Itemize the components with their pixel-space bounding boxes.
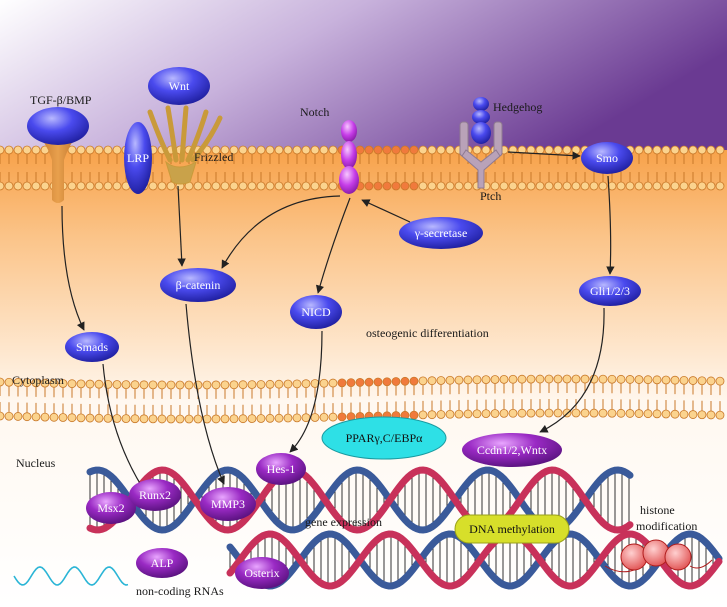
- msx2-label: Msx2: [97, 501, 124, 515]
- frizzled-receptor: [147, 105, 223, 185]
- ptch-receptor: [459, 121, 503, 189]
- ncrna-label: non-coding RNAs: [136, 584, 224, 598]
- runx2-label: Runx2: [139, 488, 171, 502]
- mmp3-label: MMP3: [211, 497, 245, 511]
- gli-node: [579, 276, 641, 306]
- smads-label: Smads: [76, 340, 108, 354]
- arrow-ptch-smo: [507, 151, 581, 160]
- dna-methylation-label: DNA methylation: [469, 522, 555, 536]
- nicd-node: [290, 295, 342, 329]
- osterix-label: Osterix: [244, 566, 279, 580]
- mmp3-node: [200, 487, 256, 521]
- beta-catenin-node: [160, 268, 236, 302]
- notch-receptor: [339, 120, 359, 194]
- hes1-label: Hes-1: [267, 462, 296, 476]
- alp-node: [136, 548, 188, 578]
- arrow-tgf-smads: [61, 205, 85, 331]
- nicd-label: NICD: [301, 305, 331, 319]
- hedgehog-label: Hedgehog: [493, 100, 542, 114]
- dna-methylation-box: [454, 514, 570, 544]
- hes1-node: [256, 453, 306, 485]
- arrow-catenin-mmp3: [185, 303, 225, 485]
- nucleus-label: Nucleus: [16, 456, 56, 470]
- smads-node: [65, 332, 119, 362]
- alp-label: ALP: [151, 556, 174, 570]
- tgf-receptor: [28, 122, 88, 203]
- gene-expression-label: gene expression: [305, 515, 382, 529]
- msx2-node: [86, 492, 136, 524]
- beta-catenin-label: β-catenin: [176, 278, 221, 292]
- frizzled-label: Frizzled: [194, 150, 233, 164]
- runx2-node: [129, 479, 181, 511]
- gli-label: Gli1/2/3: [590, 284, 630, 298]
- wnt-label: Wnt: [169, 79, 190, 93]
- arrow-nicd-hes1: [289, 330, 323, 453]
- pparg-node: [321, 416, 447, 460]
- cytoplasm-label: Cytoplasm: [12, 373, 65, 387]
- modification-label: modification: [636, 519, 697, 533]
- smo-label: Smo: [596, 151, 618, 165]
- pparg-label: PPARγ,C/EBPα: [346, 431, 424, 445]
- ccdn-node: [462, 433, 562, 467]
- histone-label: histone: [640, 503, 675, 517]
- arrow-notch-nicd: [315, 197, 351, 294]
- tgf-label: TGF-β/BMP: [30, 93, 92, 107]
- nuclear-membrane: [0, 374, 725, 424]
- osteogenic-label: osteogenic differentiation: [366, 326, 489, 340]
- arrow-gli-ccdn: [539, 307, 605, 433]
- non-coding-rna-wave: [13, 566, 129, 586]
- tgf-ligand: [27, 107, 89, 145]
- wnt-ligand: [148, 67, 210, 105]
- notch-label: Notch: [300, 105, 329, 119]
- histone-beads: [604, 539, 713, 573]
- arrow-secretase-notch: [361, 199, 411, 223]
- smo-node: [581, 142, 633, 174]
- lrp-receptor: [124, 122, 152, 194]
- osterix-node: [235, 557, 289, 589]
- cytoplasm-region: [0, 150, 727, 400]
- arrow-smo-gli: [606, 175, 615, 275]
- gamma-secretase-label: γ-secretase: [414, 226, 468, 240]
- arrow-notch-catenin: [221, 195, 341, 269]
- lrp-label: LRP: [127, 151, 149, 165]
- ccdn-label: Ccdn1/2,Wntx: [477, 443, 547, 457]
- extracellular-region: [0, 0, 727, 150]
- hedgehog-ligand: [471, 97, 491, 144]
- ptch-label: Ptch: [480, 189, 501, 203]
- gamma-secretase-node: [399, 217, 483, 249]
- arrow-frizzled-catenin: [177, 185, 186, 267]
